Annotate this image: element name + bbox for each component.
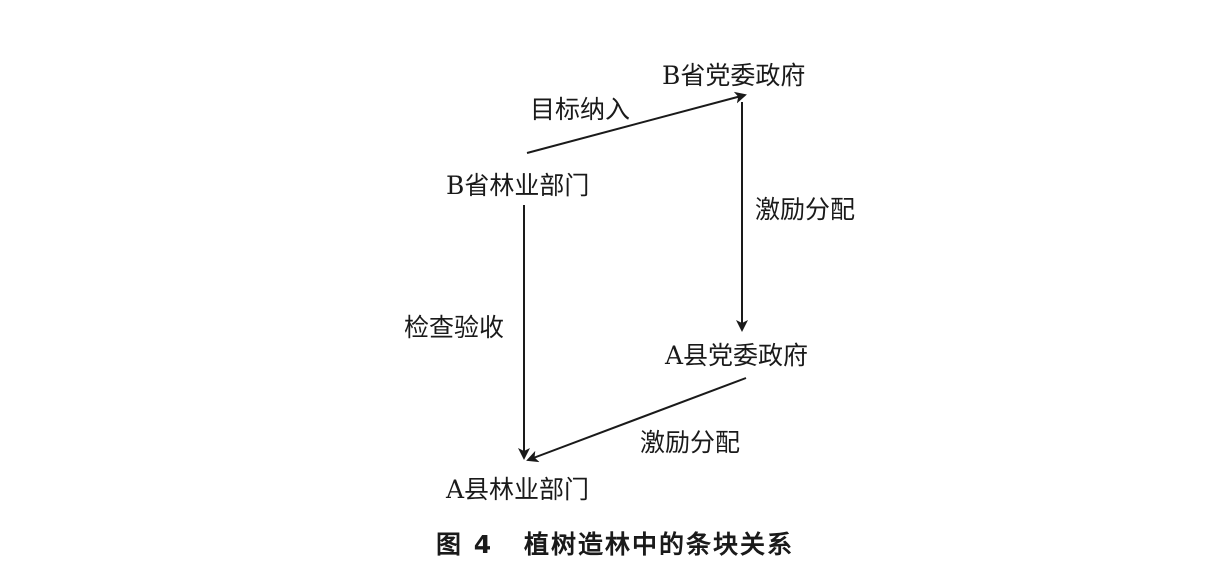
- node-b-forestry: B省林业部门: [446, 171, 589, 200]
- edge-a-party-gov-to-a-forestry: [526, 377, 747, 463]
- edge-label-incentive-allocation-upper: 激励分配: [755, 195, 855, 224]
- node-b-party-gov: B省党委政府: [662, 61, 805, 90]
- edge-label-target-inclusion: 目标纳入: [530, 95, 630, 124]
- edge-label-incentive-allocation-lower: 激励分配: [640, 428, 740, 457]
- node-a-party-gov: A县党委政府: [664, 341, 808, 370]
- edge-b-forestry-to-b-party-gov: [526, 91, 747, 154]
- figure-title: 植树造林中的条块关系: [524, 530, 794, 559]
- figure-number: 图 4: [436, 530, 493, 559]
- node-a-forestry: A县林业部门: [445, 475, 589, 504]
- edge-label-inspection: 检查验收: [404, 313, 504, 342]
